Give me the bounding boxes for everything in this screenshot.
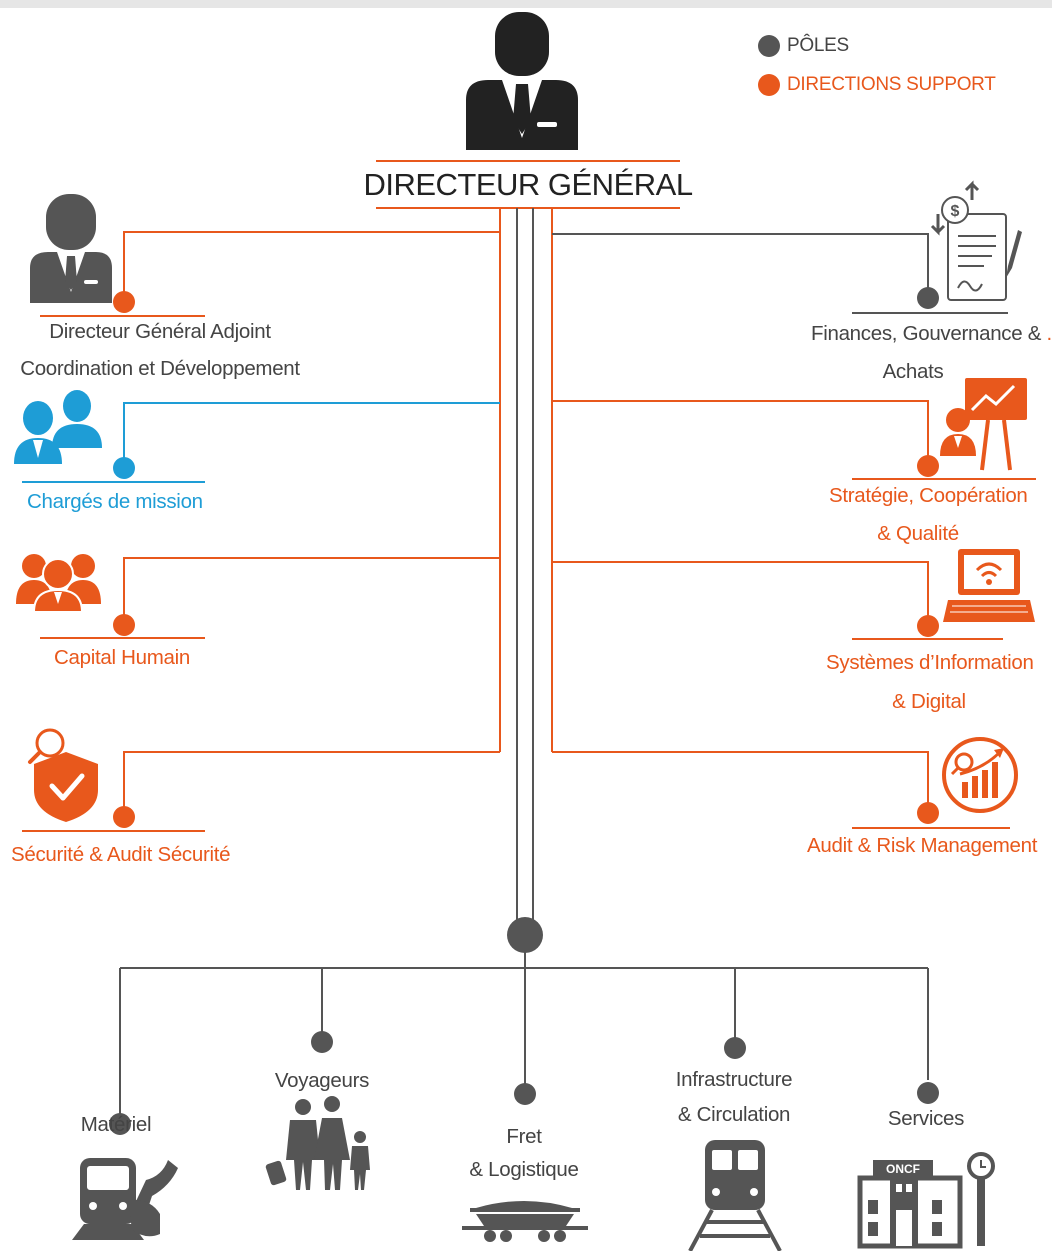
finances-label-line1: Finances, Gouvernance & . <box>811 322 1052 346</box>
pole-label-fret-line2: & Logistique <box>469 1158 579 1181</box>
right-node-audit <box>917 802 939 824</box>
page-title: DIRECTEUR GÉNÉRAL <box>363 167 693 202</box>
pole-node-fret <box>514 1083 536 1105</box>
legend-poles-label: PÔLES <box>787 35 849 56</box>
finances-label-line2: Achats <box>882 360 944 383</box>
mission-label: Chargés de mission <box>27 490 203 513</box>
director-businessman-icon <box>466 12 578 150</box>
pole-label-materiel: Matériel <box>80 1113 152 1136</box>
pole-node-materiel <box>109 1113 131 1135</box>
deputy-label-line2: Coordination et Développement <box>20 357 300 380</box>
right-node-strategie <box>917 455 939 477</box>
securite-label: Sécurité & Audit Sécurité <box>11 843 231 866</box>
legend-support-dot <box>758 74 780 96</box>
pole-label-infrastructure-line1: Infrastructure <box>675 1068 793 1091</box>
station-building-icon: ONCF <box>857 1152 995 1249</box>
legend-support-label: DIRECTIONS SUPPORT <box>787 74 996 95</box>
left-node-deputy <box>113 291 135 313</box>
pole-label-services: Services <box>887 1107 965 1130</box>
station-sign: ONCF <box>886 1162 920 1176</box>
systemes-label-line1: Systèmes d’Information <box>826 651 1034 674</box>
pole-label-voyageurs: Voyageurs <box>274 1069 370 1092</box>
right-connectors <box>552 233 1036 829</box>
train-track-icon <box>688 1140 782 1251</box>
systemes-label-line2: & Digital <box>892 690 966 713</box>
poles-connectors <box>119 950 929 1122</box>
left-node-capital-humain <box>113 614 135 636</box>
svg-text:$: $ <box>951 203 960 220</box>
strategie-label-line2: & Qualité <box>877 522 959 545</box>
audit-chart-icon <box>942 737 1018 813</box>
pole-node-infrastructure <box>724 1037 746 1059</box>
right-node-finances <box>917 287 939 309</box>
family-travelers-icon <box>265 1096 370 1190</box>
team-people-icon <box>14 390 102 464</box>
capital-humain-label: Capital Humain <box>54 646 190 669</box>
left-node-securite <box>113 806 135 828</box>
audit-label: Audit & Risk Management <box>807 834 1038 857</box>
left-connectors <box>22 231 500 832</box>
trunk-lines <box>499 208 553 920</box>
group-people-icon <box>16 554 101 613</box>
presentation-board-icon <box>940 378 1027 471</box>
left-node-mission <box>113 457 135 479</box>
laptop-wifi-icon <box>943 549 1035 622</box>
train-repair-icon <box>72 1158 178 1240</box>
right-node-systemes <box>917 615 939 637</box>
strategie-label-line1: Stratégie, Coopération <box>829 484 1028 507</box>
pole-label-infrastructure-line2: & Circulation <box>677 1103 791 1126</box>
deputy-businessman-icon <box>30 194 112 303</box>
pole-node-services <box>917 1082 939 1104</box>
deputy-label-line1: Directeur Général Adjoint <box>49 320 271 343</box>
freight-wagon-icon <box>462 1201 588 1242</box>
poles-hub-node <box>507 917 543 953</box>
legend-poles-dot <box>758 35 780 57</box>
top-bar <box>0 0 1052 8</box>
finances-label-text: Finances, Gouvernance & <box>811 322 1047 345</box>
pole-node-voyageurs <box>311 1031 333 1053</box>
finance-contract-icon: $ <box>930 180 1022 301</box>
finances-label-mark: . <box>1046 322 1052 345</box>
pole-label-fret-line1: Fret <box>506 1125 542 1148</box>
shield-search-icon <box>28 728 98 822</box>
